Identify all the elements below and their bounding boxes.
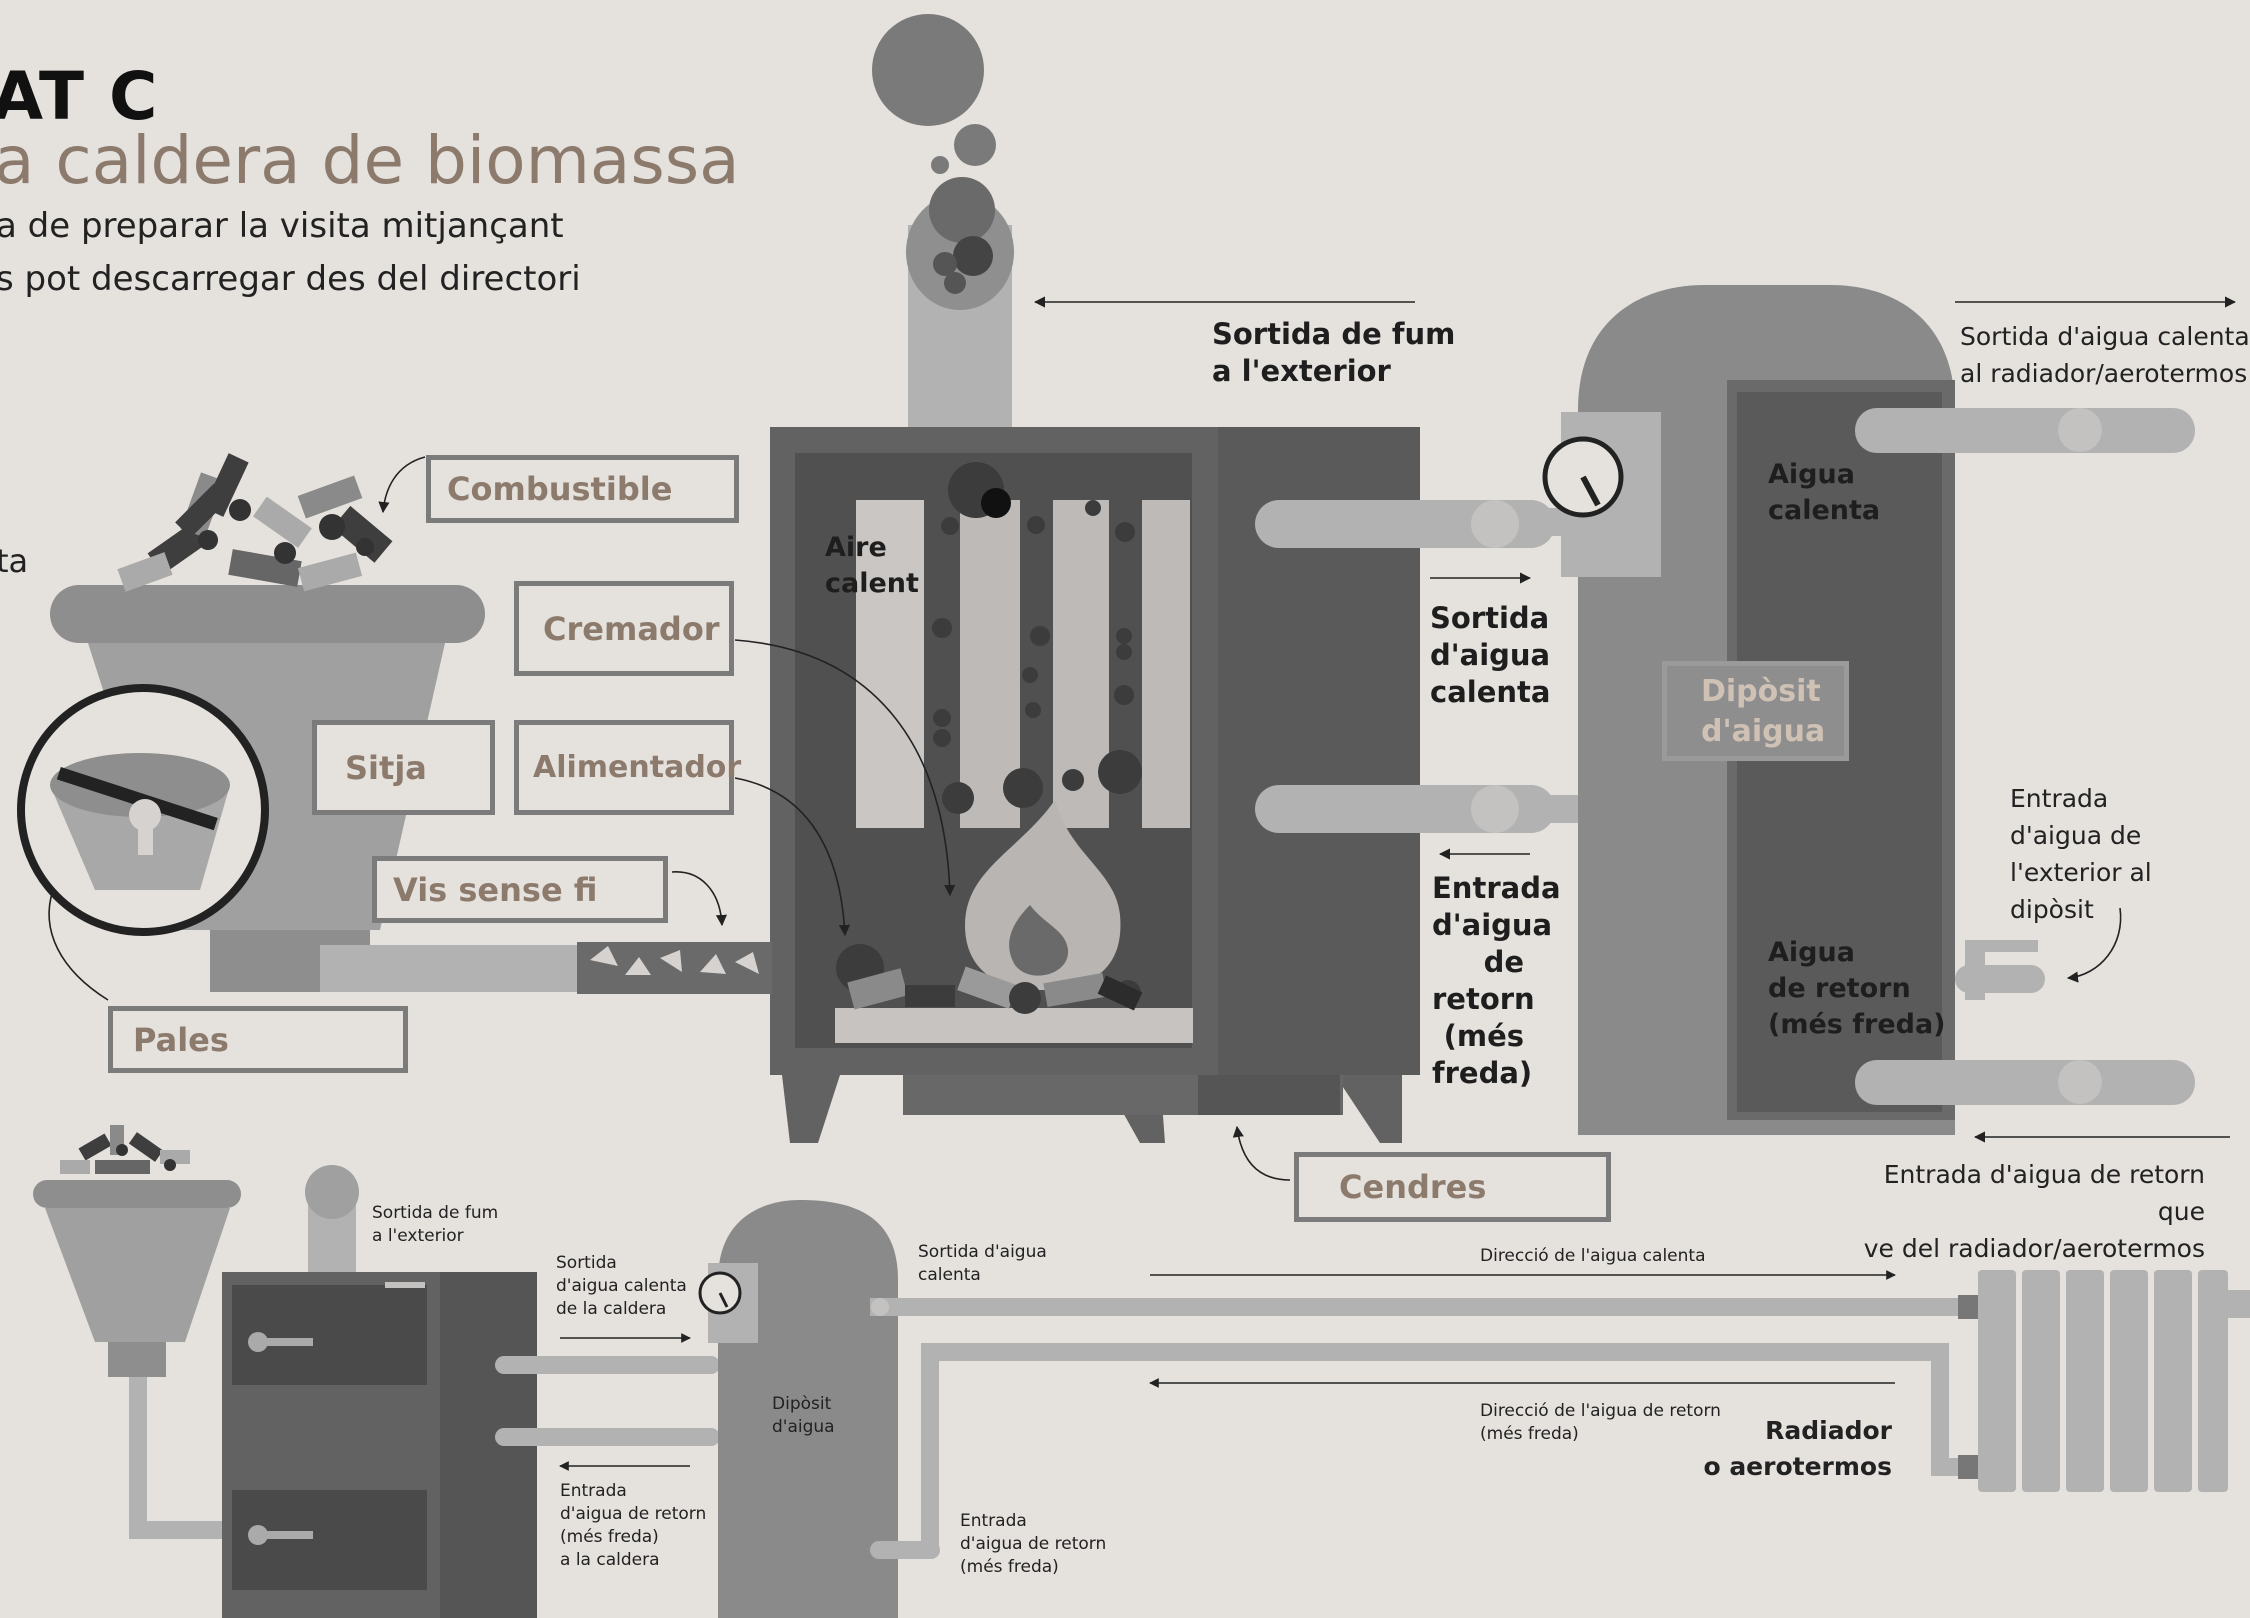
small-diposit: Dipòsit d'aigua bbox=[772, 1394, 835, 1437]
label-entrada-exterior: Entrada d'aigua de l'exterior al dipòsit bbox=[2010, 784, 2152, 924]
intro-line-1: a de preparar la visita mitjançant bbox=[0, 206, 564, 246]
small-sortida-aigua-calenta: Sortida d'aigua calenta bbox=[918, 1242, 1047, 1285]
small-entrada-retorn: Entrada d'aigua de retorn (més freda) bbox=[960, 1511, 1107, 1577]
label-entrada-retorn: Entrada d'aigua de retorn (més freda) bbox=[1432, 871, 1561, 1090]
radiator bbox=[1978, 1270, 2250, 1492]
label-aigua-calenta: Aigua calenta bbox=[1768, 459, 1881, 526]
label-cremador: Cremador bbox=[514, 581, 734, 676]
small-sortida-fum: Sortida de fum a l'exterior bbox=[372, 1203, 499, 1246]
small-direccio-calenta: Direcció de l'aigua calenta bbox=[1480, 1246, 1706, 1266]
page-subtitle: a caldera de biomassa bbox=[0, 122, 740, 199]
label-alimentador: Alimentador bbox=[514, 720, 741, 815]
bottom-pellets bbox=[60, 1125, 190, 1174]
label-pales: Pales bbox=[108, 1006, 408, 1073]
small-sortida-caldera: Sortida d'aigua calenta de la caldera bbox=[556, 1253, 687, 1319]
smoke-bubbles bbox=[872, 14, 996, 294]
label-combustible: Combustible bbox=[426, 455, 739, 523]
leader-lines bbox=[48, 296, 2237, 1181]
label-diposit-aigua: Dipòsit d'aigua bbox=[1662, 661, 1849, 761]
label-sortida-fum: Sortida de fum a l'exterior bbox=[1212, 317, 1456, 388]
label-sitja: Sitja bbox=[312, 720, 495, 815]
intro-fragment: ta bbox=[0, 542, 29, 580]
label-sortida-radiador: Sortida d'aigua calenta al radiador/aero… bbox=[1960, 322, 2250, 388]
page-title: AT C bbox=[0, 58, 159, 135]
label-entrada-retorn-radiador: Entrada d'aigua de retorn que ve del rad… bbox=[1863, 1160, 2205, 1263]
boiler bbox=[770, 427, 1580, 1143]
label-aire-calent: Aire calent bbox=[825, 532, 919, 599]
small-entrada-caldera: Entrada d'aigua de retorn (més freda) a … bbox=[560, 1481, 707, 1570]
label-aigua-retorn: Aigua de retorn (més freda) bbox=[1768, 937, 1946, 1040]
burning-logs bbox=[835, 944, 1193, 1043]
intro-line-2: s pot descarregar des del directori bbox=[0, 259, 581, 299]
fuel-pellets bbox=[117, 453, 393, 592]
screw-conveyor bbox=[590, 946, 759, 975]
label-vis-sense-fi: Vis sense fi bbox=[372, 856, 668, 923]
fuel-silo bbox=[17, 453, 772, 994]
label-cendres: Cendres bbox=[1294, 1152, 1611, 1222]
label-sortida-aigua-calenta: Sortida d'aigua calenta bbox=[1430, 601, 1551, 709]
label-radiador: Radiador o aerotermos bbox=[1703, 1416, 1892, 1481]
small-direccio-retorn: Direcció de l'aigua de retorn (més freda… bbox=[1480, 1401, 1721, 1444]
bottom-schematic bbox=[33, 1125, 2250, 1618]
